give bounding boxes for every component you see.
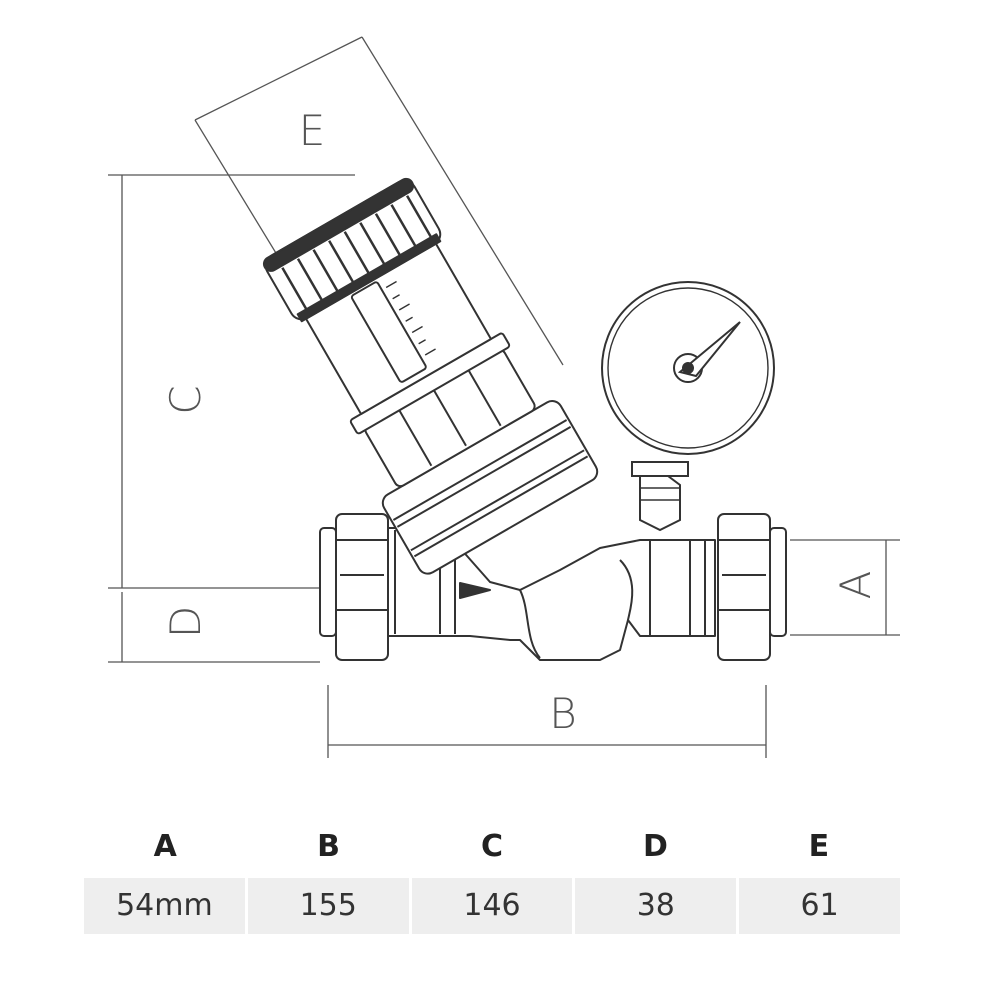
table-header-cell: C (481, 829, 504, 864)
table-value-cell: 61 (739, 878, 900, 934)
dimension-label-e: E (299, 106, 326, 155)
table-value-cell: 54mm (84, 878, 245, 934)
dimension-label-d: D (161, 606, 210, 638)
pressure-gauge (601, 281, 775, 532)
table-value-row: 54mm 155 146 38 61 (84, 878, 900, 934)
table-header-cell: A (153, 829, 177, 864)
valve-body (319, 513, 787, 661)
table-header-cell: D (642, 829, 668, 864)
table-value-cell: 38 (575, 878, 737, 934)
table-header-cell: E (808, 829, 830, 864)
dimension-table: A B C D E 54mm 155 146 38 61 (84, 820, 900, 934)
valve-dimension-drawing: E C D A B (108, 36, 900, 758)
regulator-column (262, 177, 599, 575)
table-header-cell: B (317, 829, 341, 864)
dimension-label-b: B (549, 689, 577, 738)
table-value-cell: 155 (247, 878, 409, 934)
dimension-label-c: C (161, 385, 210, 414)
table-value-cell: 146 (411, 878, 573, 934)
dimension-label-a: A (831, 571, 880, 600)
table-header-row: A B C D E (84, 820, 900, 874)
